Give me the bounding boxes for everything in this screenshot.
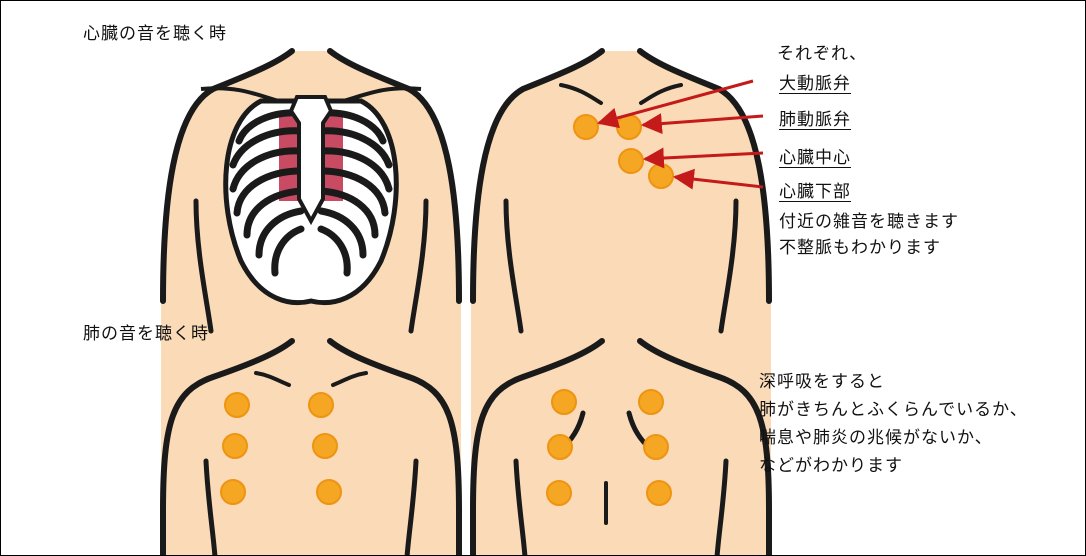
- heart-intro-text: それぞれ、: [777, 41, 867, 68]
- spot-aortic-valve: [574, 115, 598, 139]
- spot-front-lower-left: [221, 480, 245, 504]
- spot-front-middle-left: [223, 434, 247, 458]
- heart-note-line-1: 付近の雑音を聴きます: [779, 209, 959, 236]
- spot-heart-center: [619, 149, 643, 173]
- lung-note-line-4: などがわかります: [759, 453, 903, 480]
- spot-back-middle-right: [644, 435, 668, 459]
- label-heart-lower: 心臓下部: [779, 177, 851, 202]
- spot-heart-lower: [649, 164, 673, 188]
- lung-note-line-2: 肺がきちんとふくらんでいるか、: [759, 397, 1028, 424]
- label-aortic-valve: 大動脈弁: [779, 69, 851, 94]
- spot-front-upper-right: [309, 393, 333, 417]
- label-heart-center: 心臓中心: [779, 143, 851, 168]
- spot-back-lower-right: [647, 481, 671, 505]
- lung-note-line-3: 喘息や肺炎の兆候がないか、: [759, 425, 993, 452]
- spot-back-middle-left: [548, 435, 572, 459]
- label-pulmonary-valve: 肺動脈弁: [779, 105, 851, 130]
- spot-back-upper-right: [639, 390, 663, 414]
- spot-back-lower-left: [547, 481, 571, 505]
- heart-section-title: 心臓の音を聴く時: [83, 19, 227, 44]
- spot-front-upper-left: [225, 393, 249, 417]
- lung-note-line-1: 深呼吸をすると: [759, 369, 885, 396]
- lung-section-title: 肺の音を聴く時: [83, 319, 209, 344]
- heart-note-line-2: 不整脈もわかります: [779, 235, 941, 262]
- spot-front-middle-right: [313, 434, 337, 458]
- spot-back-upper-left: [552, 390, 576, 414]
- spot-front-lower-right: [317, 480, 341, 504]
